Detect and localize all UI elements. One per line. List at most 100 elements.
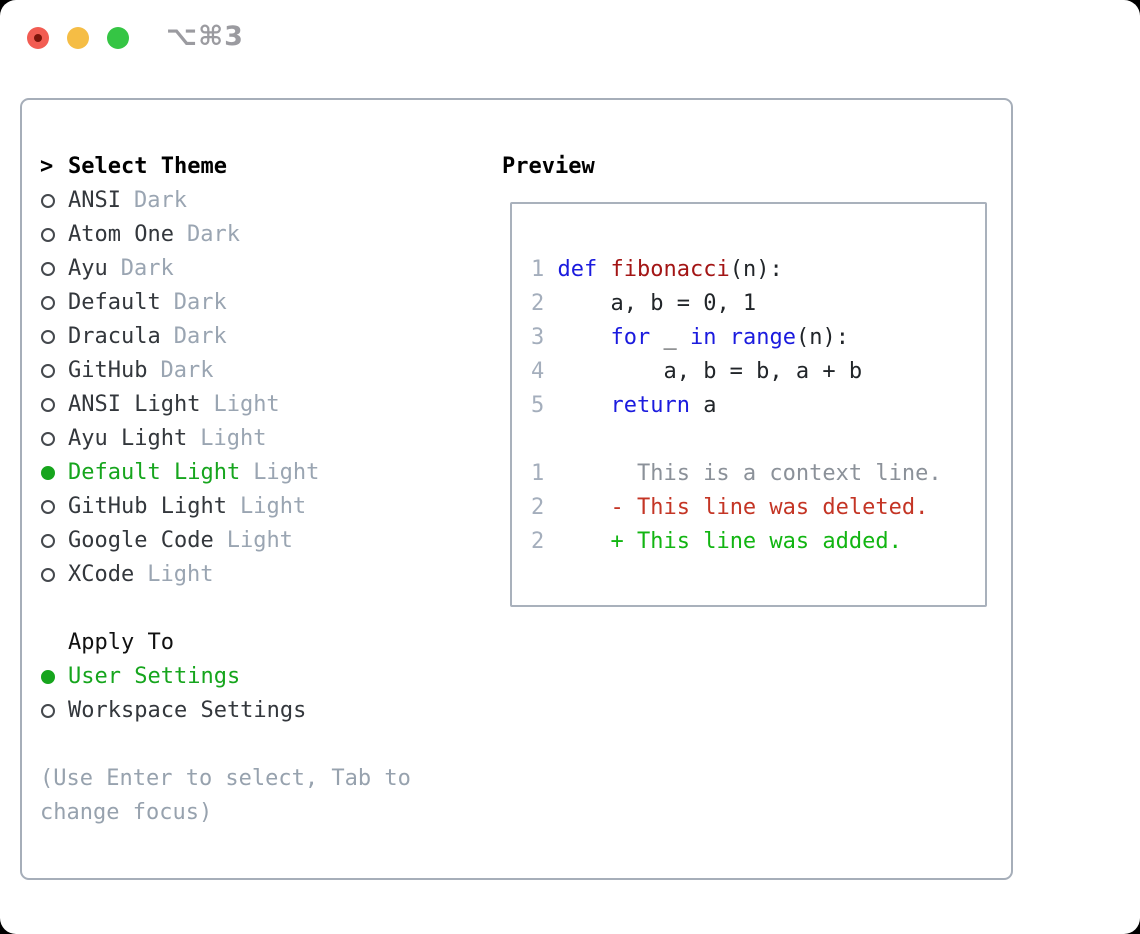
diff-deleted-line: 2 - This line was deleted. — [531, 491, 942, 525]
radio-selected-icon — [41, 670, 55, 684]
theme-name: ANSI Light — [68, 392, 201, 417]
code-segment-kw: return — [610, 393, 690, 418]
theme-variant-tag: Dark — [173, 324, 227, 349]
theme-name: Ayu Light — [68, 426, 188, 451]
theme-variant-tag: Light — [226, 528, 293, 553]
theme-name: Default Light — [68, 460, 241, 485]
code-segment-kw: def — [557, 257, 611, 282]
theme-variant-tag: Dark — [133, 188, 187, 213]
apply-to-header: Apply To — [40, 626, 480, 660]
code-segment-plain: (n): — [795, 325, 849, 350]
help-text-line: change focus) — [40, 800, 213, 825]
code-segment-num: 2 — [531, 529, 545, 554]
theme-name: Default — [68, 290, 161, 315]
theme-name: Google Code — [68, 528, 214, 553]
help-text-line: (Use Enter to select, Tab to — [40, 766, 411, 791]
theme-variant-tag: Dark — [120, 256, 174, 281]
code-segment-plain — [544, 495, 610, 520]
theme-option-default-light-light[interactable]: Default Light Light — [40, 456, 480, 490]
preview-title: Preview — [502, 154, 595, 179]
code-line: 5 return a — [531, 389, 942, 423]
apply-option-label: Workspace Settings — [68, 698, 307, 723]
radio-icon — [41, 364, 55, 378]
radio-icon — [41, 194, 55, 208]
code-segment-plain — [716, 325, 729, 350]
code-segment-plain: a — [689, 393, 717, 418]
radio-icon — [41, 500, 55, 514]
radio-icon — [41, 704, 55, 718]
radio-icon — [41, 262, 55, 276]
theme-option-google-code-light[interactable]: Google Code Light — [40, 524, 480, 558]
diff-context-line: 1 This is a context line. — [531, 457, 942, 491]
radio-icon — [41, 568, 55, 582]
blank-line — [531, 423, 942, 457]
minimize-button[interactable] — [67, 27, 89, 49]
code-segment-plain — [558, 393, 611, 418]
close-button[interactable] — [27, 27, 49, 49]
code-line: 2 a, b = 0, 1 — [531, 287, 942, 321]
code-segment-plain: a, b = 0, 1 — [557, 291, 757, 316]
radio-icon — [41, 398, 55, 412]
theme-name: ANSI — [68, 188, 121, 213]
theme-option-xcode-light[interactable]: XCode Light — [40, 558, 480, 592]
theme-option-default-dark[interactable]: Default Dark — [40, 286, 480, 320]
code-segment-num: 1 — [531, 461, 545, 486]
theme-variant-tag: Dark — [160, 358, 214, 383]
radio-icon — [41, 296, 55, 310]
theme-name: Atom One — [68, 222, 174, 247]
theme-name: GitHub Light — [68, 494, 227, 519]
theme-variant-tag: Light — [147, 562, 214, 587]
select-theme-title: Select Theme — [68, 154, 227, 179]
spacer-row — [40, 728, 480, 762]
code-line: 1 def fibonacci(n): — [531, 253, 942, 287]
theme-option-github-dark[interactable]: GitHub Dark — [40, 354, 480, 388]
theme-option-ansi-light-light[interactable]: ANSI Light Light — [40, 388, 480, 422]
theme-option-ayu-light-light[interactable]: Ayu Light Light — [40, 422, 480, 456]
code-segment-num: 3 — [531, 325, 558, 350]
code-segment-num: 2 — [531, 291, 558, 316]
apply-option-workspace-settings[interactable]: Workspace Settings — [40, 694, 480, 728]
code-segment-num: 5 — [531, 393, 558, 418]
theme-option-ayu-dark[interactable]: Ayu Dark — [40, 252, 480, 286]
theme-name: GitHub — [68, 358, 148, 383]
theme-option-ansi-dark[interactable]: ANSI Dark — [40, 184, 480, 218]
radio-selected-icon — [41, 466, 55, 480]
diff-added-line: 2 + This line was added. — [531, 525, 942, 559]
radio-icon — [41, 228, 55, 242]
code-segment-ctx: This is a context line. — [544, 461, 942, 486]
code-segment-kw: range — [729, 325, 796, 350]
code-segment-fn: fibonacci — [610, 257, 730, 282]
theme-variant-tag: Light — [200, 426, 267, 451]
titlebar: ⌥⌘3 — [0, 0, 1140, 76]
apply-option-label: User Settings — [68, 664, 241, 689]
code-segment-plain: a, b = b, a + b — [557, 359, 863, 384]
theme-name: Ayu — [68, 256, 108, 281]
zoom-button[interactable] — [107, 27, 129, 49]
select-theme-header: > Select Theme — [40, 150, 480, 184]
code-line: 4 a, b = b, a + b — [531, 355, 942, 389]
code-segment-num: 4 — [531, 359, 558, 384]
window-title: ⌥⌘3 — [166, 21, 244, 52]
theme-variant-tag: Dark — [173, 290, 227, 315]
code-segment-plain — [558, 325, 611, 350]
radio-icon — [41, 330, 55, 344]
help-text: (Use Enter to select, Tab to change focus… — [40, 762, 480, 830]
theme-option-github-light-light[interactable]: GitHub Light Light — [40, 490, 480, 524]
theme-variant-tag: Light — [239, 494, 307, 519]
code-segment-add: + This line was added. — [610, 529, 902, 554]
apply-option-user-settings[interactable]: User Settings — [40, 660, 480, 694]
code-segment-kw: in — [689, 325, 717, 350]
theme-name: XCode — [68, 562, 135, 587]
unsaved-changes-dot-icon — [34, 34, 42, 42]
theme-variant-tag: Light — [253, 460, 320, 485]
radio-icon — [41, 534, 55, 548]
theme-variant-tag: Light — [213, 392, 280, 417]
